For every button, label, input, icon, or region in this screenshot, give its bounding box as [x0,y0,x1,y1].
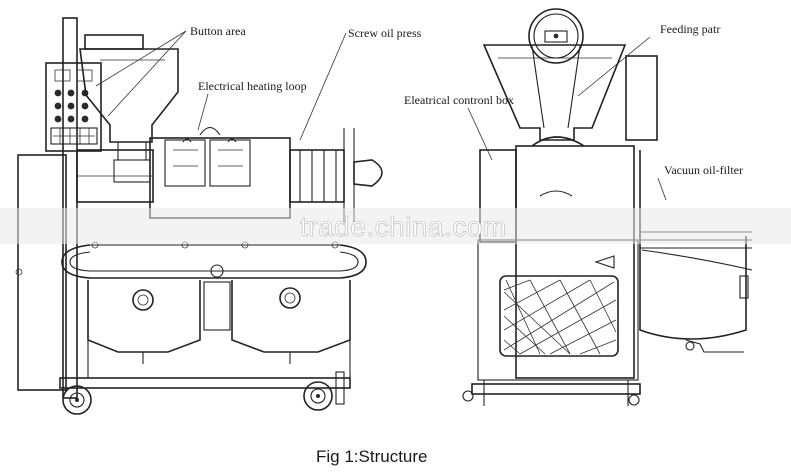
leader-feeding-part [577,36,651,97]
front-base-frame [471,383,641,395]
press-nozzle [353,159,383,187]
heating-loop [164,126,251,187]
front-wheel [462,390,474,402]
mesh-window [499,275,619,357]
left-machine-side-view [15,17,383,415]
front-wheel [628,394,640,406]
side-panel [17,154,67,391]
cabinet-handle [539,190,573,197]
right-machine-front-view [462,8,753,406]
label-feeding-part: Feeding patr [660,22,720,36]
label-button-area: Button area [190,24,246,38]
label-electrical-heating-loop: Electrical heating loop [198,79,307,93]
leader-control-box [467,107,493,161]
figure-caption: Fig 1:Structure [316,447,428,466]
wheel [62,385,92,415]
label-vacuum-oil-filter: Vacuun oil-filter [664,163,743,177]
vacuum-filter-tank [639,150,753,353]
handwheel [528,8,584,64]
motor-box [625,55,658,141]
base-frame [59,377,351,389]
leader-vacuum-filter [657,177,667,201]
leader-lines [95,30,667,201]
latch [594,255,615,269]
filter-tanks [87,264,351,364]
main-cabinet [515,145,635,379]
side-panel-knob [15,268,23,276]
leader-screw-press [299,32,347,141]
oil-pipe-loop [61,241,367,279]
leader-heating-loop [197,93,209,131]
control-panel [45,62,102,152]
leader-button-area [95,30,187,87]
label-electrical-control-box: Eleatrical contronl box [404,93,514,107]
dome [531,136,585,147]
watermark-band [0,208,791,244]
hopper [79,34,179,183]
wheel [303,381,333,411]
leader-button-area-2 [107,30,187,117]
label-screw-oil-press: Screw oil press [348,26,422,40]
watermark-text: trade.china.com [300,211,507,242]
